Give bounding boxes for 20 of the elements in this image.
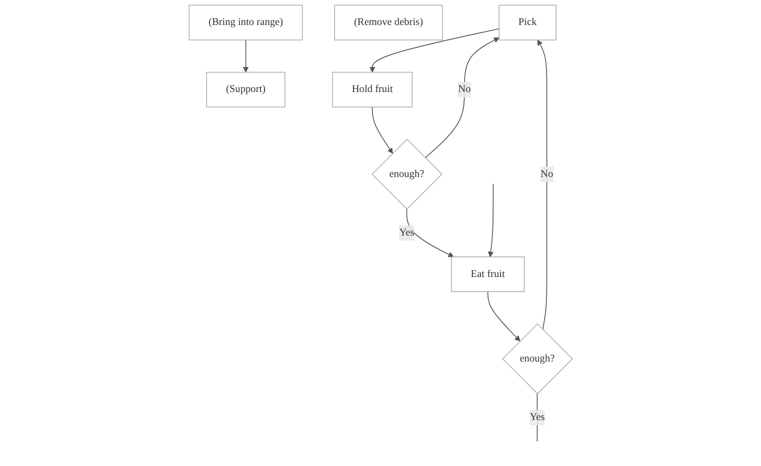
arrow [424, 37, 500, 158]
arrow [537, 40, 547, 330]
arrow [487, 291, 520, 342]
edge-label: No [540, 168, 553, 180]
node-diamond: enough? [502, 323, 573, 394]
node-box: Eat fruit [450, 256, 524, 292]
arrow [242, 40, 248, 72]
node-box: (Bring into range) [188, 4, 302, 40]
node-diamond: enough? [371, 138, 442, 210]
edge-label: Yes [529, 412, 544, 423]
node-box: Pick [498, 4, 556, 40]
node-box: Hold fruit [332, 72, 412, 108]
arrow [406, 208, 454, 258]
arrow [488, 183, 494, 258]
arrow [369, 28, 500, 72]
arrow [372, 106, 393, 154]
edge-label: No [458, 84, 470, 95]
node-box: (Remove debris) [334, 4, 442, 40]
node-box: (Support) [206, 72, 285, 108]
edge-label: Yes [398, 227, 414, 238]
